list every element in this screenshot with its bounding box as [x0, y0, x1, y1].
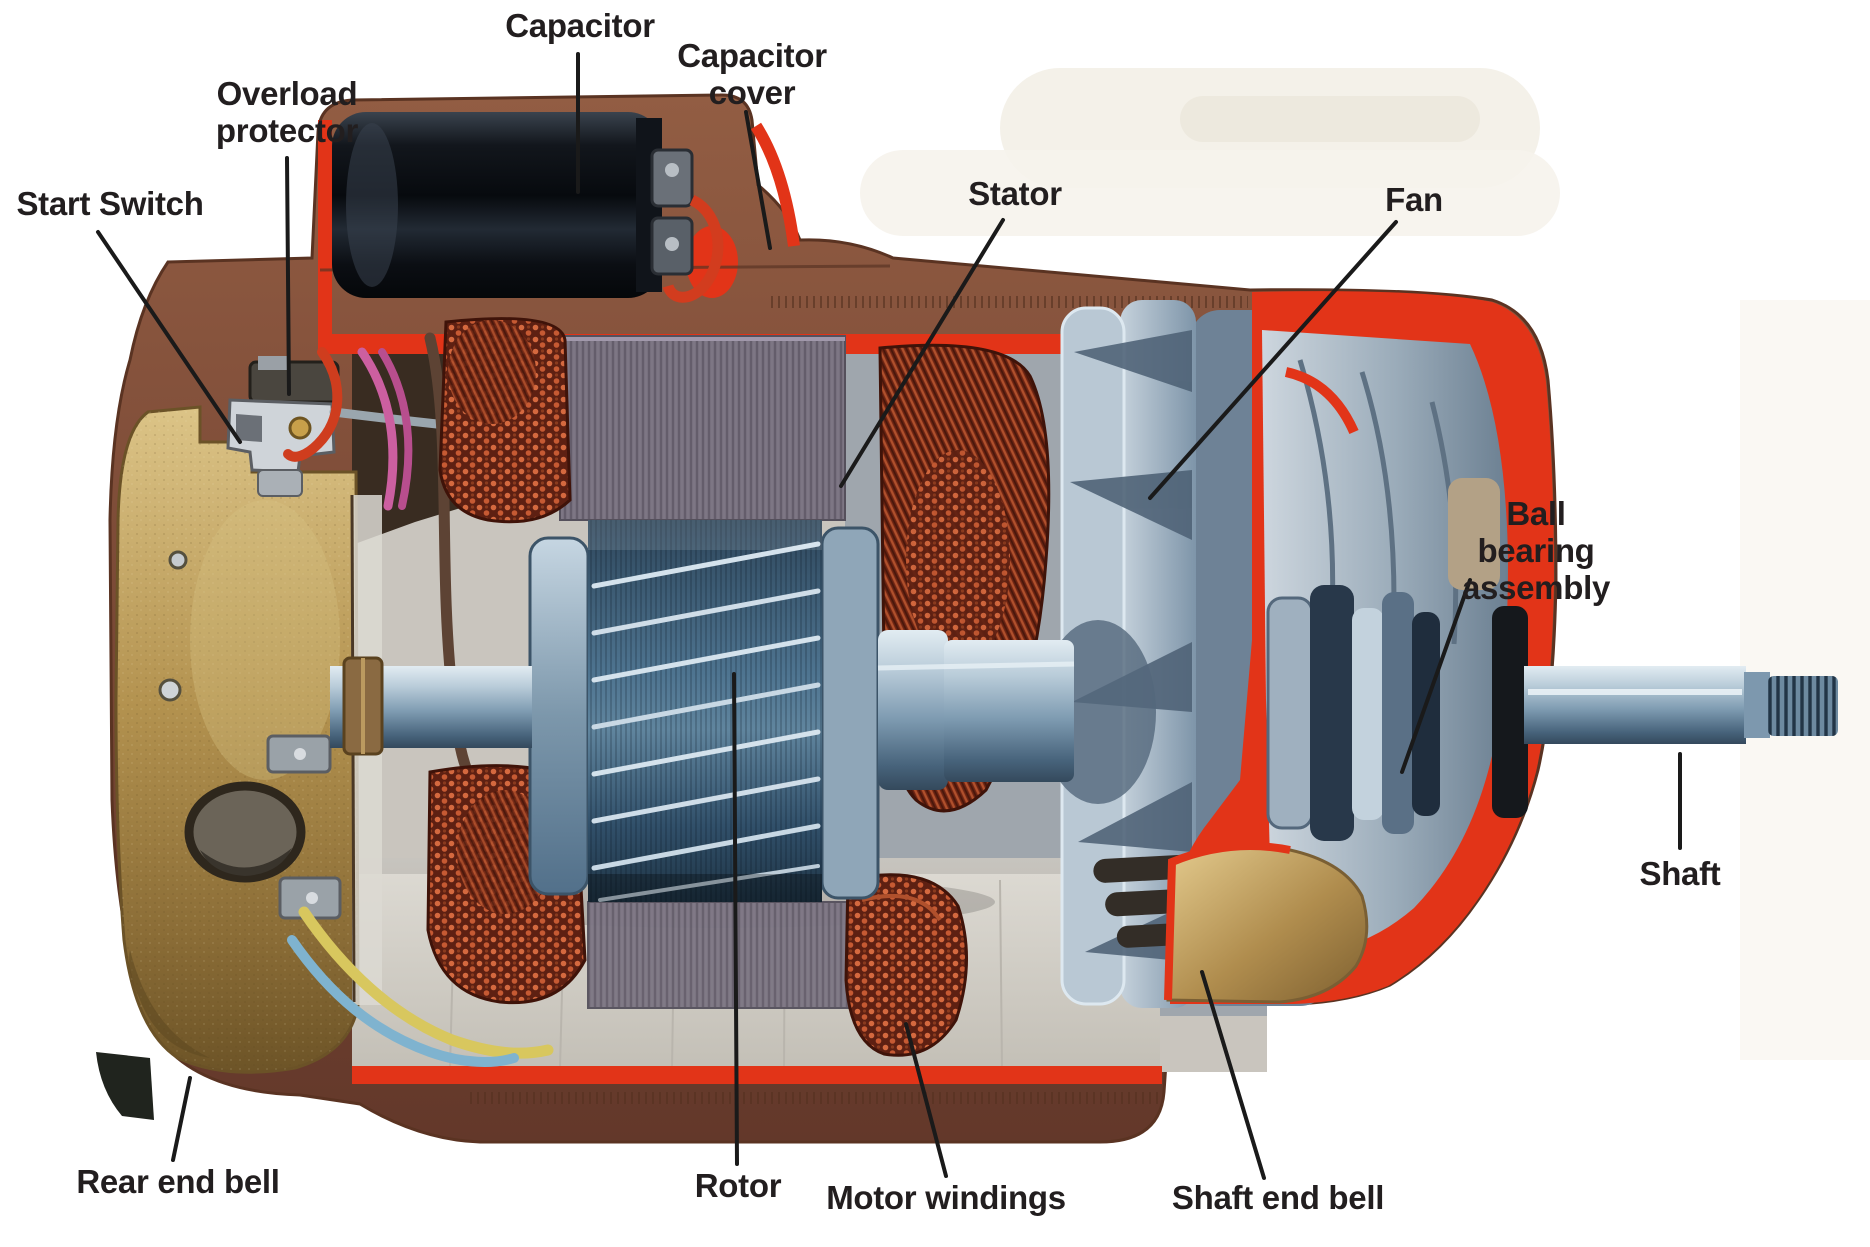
- shaft-slinger: [1492, 606, 1528, 818]
- leader-lines: [96, 52, 1682, 1180]
- leader-fan: [1148, 220, 1398, 500]
- wire-orange: [283, 347, 343, 462]
- capacitor-terminals: [650, 148, 694, 276]
- label-shaft-end-bell: Shaft end bell: [1171, 1179, 1385, 1216]
- shaft-part: [1492, 606, 1838, 818]
- label-start-switch: Start Switch: [16, 185, 204, 222]
- motor-body: [96, 93, 1838, 1144]
- label-capacitor: Capacitor: [505, 7, 655, 44]
- label-overload-protector: Overload protector: [215, 75, 359, 149]
- rear-bell-tab: [96, 1052, 154, 1120]
- rotor-flange-right: [820, 526, 880, 900]
- bell-hole: [184, 781, 306, 883]
- shaft-exposed: [1524, 666, 1746, 744]
- leader-motor-windings: [904, 1022, 948, 1178]
- capacitor-wire: [662, 195, 724, 303]
- leader-capacitor-cover: [744, 110, 772, 250]
- wire-blue: [287, 935, 519, 1067]
- bottom-band-serration: [470, 1092, 1160, 1104]
- end-bell-gold-foot: [1166, 844, 1369, 1004]
- shaft-left-stub: [330, 656, 532, 756]
- leader-start-switch: [96, 230, 242, 444]
- leader-overload-protector: [285, 156, 291, 396]
- capacitor-assembly: [332, 112, 724, 303]
- label-shaft: Shaft: [1639, 855, 1721, 892]
- wire-brown: [424, 332, 476, 784]
- label-rear-end-bell: Rear end bell: [76, 1163, 280, 1200]
- capacitor-highlight: [346, 123, 398, 287]
- leader-shaft-end-bell: [1200, 970, 1266, 1180]
- label-fan: Fan: [1385, 181, 1443, 218]
- wire-pink-1: [357, 347, 398, 511]
- label-capacitor-cover: Capacitor cover: [677, 37, 827, 111]
- label-motor-windings: Motor windings: [826, 1179, 1066, 1216]
- wire-yellow: [298, 906, 554, 1059]
- leader-stator: [839, 218, 1005, 488]
- ball-bearing-assembly-part: [1266, 585, 1440, 841]
- shaft-neck: [1744, 672, 1770, 738]
- label-ball-bearing-assembly: Ball bearing assembly: [1461, 495, 1611, 606]
- bell-highlight: [190, 500, 340, 780]
- rotor-flange-left: [528, 536, 590, 896]
- stator-lower-block: [587, 901, 851, 1009]
- end-bell-cavity: [1448, 478, 1500, 590]
- stator-upper-block: [559, 335, 846, 521]
- label-rotor: Rotor: [694, 1167, 782, 1204]
- rotor-bars: [591, 541, 821, 902]
- label-stator: Stator: [968, 175, 1062, 212]
- rotor-part: [528, 520, 880, 902]
- leader-ball-bearing: [1400, 578, 1472, 774]
- leader-rear-end-bell: [171, 1076, 192, 1162]
- leader-rotor: [732, 672, 739, 1166]
- wire-pink-2: [378, 348, 413, 510]
- lower-wires: [266, 734, 554, 1067]
- shaft-hub-sleeve: [877, 630, 1075, 790]
